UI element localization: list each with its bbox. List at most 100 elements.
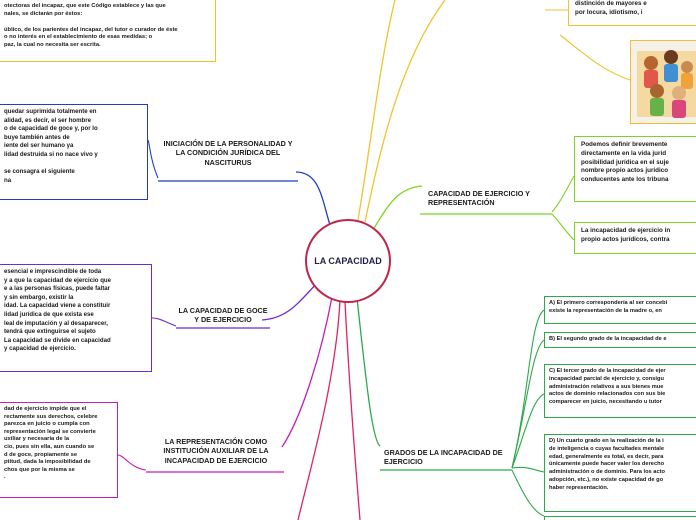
link-image (559, 34, 631, 81)
note-line: se consagra el siguiente (4, 168, 75, 176)
note-line: na (4, 176, 12, 184)
link-grados-e (511, 469, 545, 517)
note-line: ptitud, dada la imposibilidad de (4, 459, 91, 466)
link-ej-note2 (551, 213, 575, 241)
note-line: administración o de dominio. Para los ac… (549, 469, 665, 476)
link-top-2 (357, 0, 396, 221)
link-extra-2 (344, 301, 361, 520)
topic-ejercicio[interactable]: CAPACIDAD DE EJERCICIO Y REPRESENTACIÓN (428, 184, 552, 212)
note-line: otectoras del incapaz, que este Código e… (4, 3, 166, 9)
link-initiation-note (147, 139, 159, 179)
children-photo-icon (631, 41, 696, 123)
children-photo (630, 40, 696, 124)
note-grado-b[interactable]: B) El segundo grado de la incapacidad de… (544, 332, 696, 348)
note-line: leal de imputación y al desaparecer, (4, 319, 108, 327)
note-line: o de capacidad de goce y, por lo (4, 125, 98, 133)
note-line: lidad destruida si no nace vivo y (4, 150, 98, 158)
note-line: haber representación. (549, 484, 609, 491)
note-grado-e[interactable] (544, 516, 696, 520)
note-representacion[interactable]: dad de ejercicio impide que el rectament… (0, 402, 118, 498)
topic-representacion[interactable]: LA REPRESENTACIÓN COMO INSTITUCIÓN AUXIL… (148, 431, 284, 471)
topic-initiation-label: INICIACIÓN DE LA PERSONALIDAD Y LA CONDI… (163, 139, 293, 167)
note-line: C) El tercer grado de la incapacidad de … (549, 368, 666, 374)
note-line: de inteligencia o cuyas facultades menta… (549, 445, 665, 452)
link-representacion (281, 296, 333, 448)
note-line: dad de ejercicio impide que el (4, 406, 87, 412)
link-goce-note (151, 317, 177, 327)
note-line: y capacidad de ejercicio. (4, 345, 76, 353)
link-ejercicio (371, 185, 423, 233)
note-ejercicio-definicion[interactable]: Podemos definir brevemente directamente … (574, 136, 696, 202)
note-line: úblico, de los parientes del incapaz, de… (4, 26, 178, 33)
topic-grados-label: GRADOS DE LA INCAPACIDAD DE EJERCICIO (384, 447, 503, 466)
topic-goce[interactable]: LA CAPACIDAD DE GOCE Y DE EJERCICIO (176, 303, 270, 327)
note-line: Podemos definir brevemente (581, 141, 668, 148)
note-line: edad, generalmente es total, es decir, p… (549, 453, 664, 460)
topic-ejercicio-label: CAPACIDAD DE EJERCICIO Y REPRESENTACIÓN (428, 188, 530, 207)
note-line: quedar suprimida totalmente en (4, 108, 97, 115)
note-line: y a que la capacidad de ejercicio que (4, 276, 112, 284)
note-line: paz, la cual no necesita ser escrita. (4, 41, 101, 48)
note-line: representación legal se convierte (4, 428, 96, 435)
note-line: incapacidad parcial de ejercicio y, cons… (549, 375, 664, 382)
note-line: D) Un cuarto grado en la realización de … (549, 438, 664, 444)
link-representacion-note (117, 454, 147, 471)
link-extra (297, 299, 341, 520)
central-topic[interactable]: LA CAPACIDAD (305, 219, 391, 303)
topic-grados[interactable]: GRADOS DE LA INCAPACIDAD DE EJERCICIO (384, 444, 512, 470)
note-grado-d[interactable]: D) Un cuarto grado en la realización de … (544, 434, 696, 512)
note-line: nales, se dictarán por éstos: (4, 10, 83, 17)
note-line: rectamente sus derechos, celebre (4, 413, 98, 420)
note-line: actos de dominio relacionados con sus bi… (549, 391, 666, 398)
note-line: uxiliar y necesaria de la (4, 436, 70, 443)
note-line: y sin embargo, existir la (4, 293, 74, 301)
link-grados (356, 297, 381, 447)
link-grados-c (511, 393, 545, 469)
note-line: esencial e imprescindible de toda (4, 268, 102, 275)
note-line: parezca en juicio o cumpla con (4, 421, 90, 428)
central-topic-label: LA CAPACIDAD (314, 256, 382, 266)
note-line: conducentes ante los tribuna (581, 176, 669, 184)
note-line: posibilidad jurídica en el suje (581, 158, 669, 166)
note-line: administración relativos a sus bienes mu… (549, 383, 664, 390)
note-line: propio actos jurídicos, contra (581, 235, 670, 243)
note-line: alidad, es decir, el ser hombre (4, 116, 92, 124)
link-grados-d (511, 466, 545, 473)
note-line: La capacidad se divide en capacidad (4, 336, 111, 344)
note-line: idad. La capacidad viene a constituir (4, 302, 111, 310)
note-line: cio, pues sin ella, aun cuando se (4, 443, 95, 450)
note-line: por locura, idiotismo, i (575, 8, 643, 16)
note-initiation[interactable]: quedar suprimida totalmente en alidad, e… (0, 104, 148, 200)
note-grado-c[interactable]: C) El tercer grado de la incapacidad de … (544, 364, 696, 418)
note-goce[interactable]: esencial e imprescindible de toda y a qu… (0, 264, 152, 372)
note-line: chos que por la misma se (4, 466, 75, 473)
link-grados-b (511, 339, 545, 469)
topic-initiation[interactable]: INICIACIÓN DE LA PERSONALIDAD Y LA CONDI… (160, 128, 296, 178)
topic-goce-label: LA CAPACIDAD DE GOCE Y DE EJERCICIO (178, 305, 268, 324)
note-line: A) El primero correspondería al ser conc… (549, 300, 668, 306)
note-line: nombre propio actos jurídico (581, 167, 669, 175)
note-line: d de goce, propiamente se (4, 451, 78, 458)
note-line: La incapacidad de ejercicio in (581, 227, 671, 234)
note-line: o no interés en el establecimiento de es… (4, 34, 153, 41)
note-line: lidad jurídica de que exista ese (4, 310, 94, 318)
note-line: adopción, etc.), no existe capacidad de … (549, 476, 664, 483)
note-line: e a las personas físicas, puede faltar (4, 285, 111, 293)
note-line: iente del ser humano ya (4, 142, 74, 150)
note-ejercicio-incapacidad[interactable]: La incapacidad de ejercicio in propio ac… (574, 222, 696, 254)
link-top (364, 0, 446, 223)
topic-representacion-label: LA REPRESENTACIÓN COMO INSTITUCIÓN AUXIL… (163, 437, 269, 465)
note-top-left[interactable]: otectoras del incapaz, que este Código e… (0, 0, 216, 62)
note-top-right[interactable]: distinción de mayores e por locura, idio… (568, 0, 696, 26)
note-line: tendrá que extinguirse el sujeto (4, 328, 96, 336)
note-line: únicamente puede hacer valer los derecho (549, 461, 665, 468)
note-line: existe la representación de la madre o, … (549, 307, 662, 314)
note-line: comparecer en juicio, necesitando u tuto… (549, 399, 662, 406)
note-line: . (4, 474, 6, 481)
note-grado-a[interactable]: A) El primero correspondería al ser conc… (544, 296, 696, 324)
note-line: B) El segundo grado de la incapacidad de… (549, 336, 667, 342)
note-line: distinción de mayores e (575, 0, 647, 7)
link-ej-note1 (551, 175, 575, 213)
note-line: buye también antes de (4, 133, 70, 141)
